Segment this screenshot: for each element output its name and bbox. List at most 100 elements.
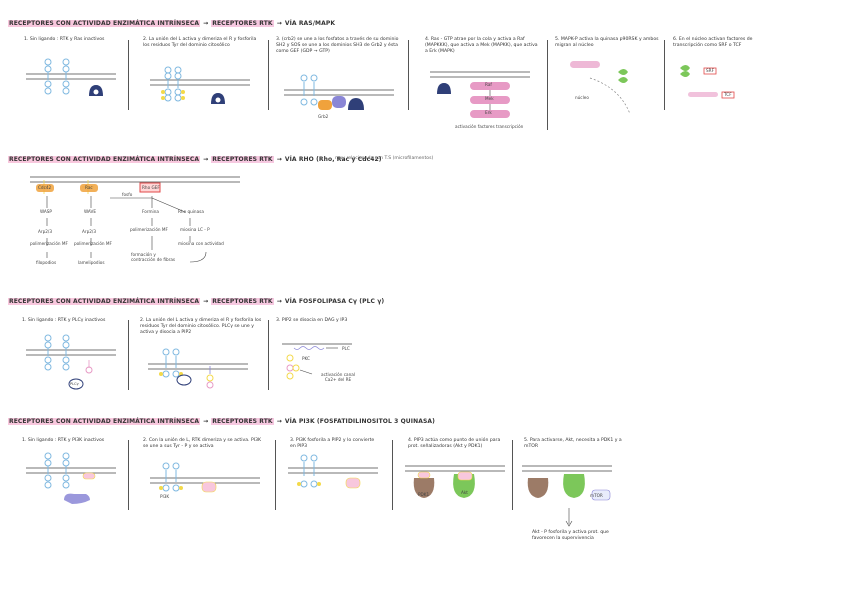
s1-nucleus-label: núcleo: [575, 95, 589, 100]
plc-gamma-icon: [176, 374, 192, 386]
section1-title-part2: RECEPTORES RTK: [211, 20, 274, 27]
s2-c1-1: Arp2/3: [38, 229, 52, 234]
s1-srf-label: SRF: [706, 68, 714, 73]
s2-c2-0: WAVE: [84, 209, 97, 214]
s1-step3: 3. (crb2) se une a los fosfatos a través…: [276, 37, 399, 54]
s2-c1-0: WASP: [40, 209, 52, 214]
s4-membrane-4: [405, 465, 505, 472]
s4-mtor-complex: [527, 474, 611, 501]
s1-divider-5: [664, 40, 665, 110]
s3-products: [286, 346, 338, 380]
s4-lipid-1: [82, 472, 96, 480]
section3-title-part1: RECEPTORES CON ACTIVIDAD ENZIMÁTICA INTR…: [8, 298, 201, 305]
s3-receptor-pair-1: [44, 334, 70, 371]
s2-fosfo-label: fosfo: [122, 192, 133, 197]
s4-mtor-label: mTOR: [590, 493, 603, 498]
s1-raf-label: Raf: [485, 82, 492, 87]
s4-footer-arrow: [565, 508, 573, 527]
s2-cdc42-label: Cdc42: [38, 185, 52, 190]
pink-ligand-icon: [85, 360, 93, 374]
s1-transcription-factors: [680, 65, 735, 99]
s1-dimer-receptor: [161, 66, 185, 102]
section1-title-part1: RECEPTORES CON ACTIVIDAD ENZIMÁTICA INTR…: [8, 20, 201, 27]
s1-activation-label: activación factores transcripción: [455, 124, 524, 129]
s1-kinase-cascade: [470, 82, 510, 118]
s2-gtpases: [36, 180, 161, 194]
s1-tcf-label: TCF: [724, 92, 732, 97]
s4-step5: 5. Para activarse, Akt, necesita a PDK1 …: [524, 438, 622, 449]
section4-title-part1: RECEPTORES CON ACTIVIDAD ENZIMÁTICA INTR…: [8, 418, 201, 425]
s1-receptor-pair-1: [44, 58, 70, 95]
s1-membrane-3: [284, 89, 394, 96]
s1-membrane-4: [430, 71, 530, 78]
s2-arrows: [46, 196, 207, 263]
s1-grb2-sos-complex: [300, 74, 364, 110]
pi3k-icon: [64, 493, 90, 504]
s3-divider-1: [128, 320, 129, 390]
s1-divider-3: [408, 40, 409, 110]
s3-step2: 2. La unión del L activa y dimeriza el R…: [140, 318, 262, 335]
s2-c3-1: polimerización MF: [130, 227, 168, 232]
ras-icon: [89, 85, 103, 96]
s2-note: muy relacionada con T.S (microfilamentos…: [335, 156, 434, 161]
s1-nucleus-migration: [570, 61, 631, 115]
s4-divider-3: [392, 440, 393, 510]
section2-title-part2: RECEPTORES RTK: [211, 156, 274, 163]
s4-pdk1-label: PDK1: [418, 492, 430, 497]
section2-title-part3: VÍA RHO (Rho, Rac y Cdc42): [284, 156, 382, 163]
s4-step3: 3. PI3K fosforila a PIP2 y lo convierte …: [290, 438, 375, 449]
s1-divider-4: [547, 40, 548, 130]
section4-title-part2: RECEPTORES RTK: [211, 418, 274, 425]
s3-plc-label: PLC: [342, 346, 350, 351]
s4-divider-1: [128, 440, 129, 510]
s4-step4: 4. PIP3 actúa como punto de unión para p…: [408, 438, 501, 449]
s4-membrane-5: [522, 465, 612, 472]
s2-rac-label: Rac: [85, 185, 93, 190]
s2-rhogef-label: Rho GEF: [142, 185, 160, 190]
s1-erk-label: Erk: [485, 110, 492, 115]
s4-footer: Akt - P fosforila y activa prot. que fav…: [532, 530, 609, 541]
section3-title-part3: VÍA FOSFOLIPASA Cγ (PLC γ): [284, 298, 385, 305]
s4-pi3k-label: PI3K: [160, 494, 170, 499]
s3-membrane-3: [282, 343, 352, 345]
s2-c2-2: polimerización MF: [74, 241, 112, 246]
s3-pkc-label: PKC: [302, 356, 310, 361]
s1-step5: 5. MAPK-P activa la quinasa p90RSK y amb…: [555, 37, 659, 48]
s3-plc-icon-label: PLCγ: [70, 382, 79, 386]
s4-divider-2: [275, 440, 276, 510]
s2-c1-2: polimerización MF: [30, 241, 68, 246]
s1-step2: 2. La unión del L activa y dimeriza el R…: [143, 37, 257, 48]
s2-c4-0: Rho quinasa: [178, 209, 204, 214]
s1-divider-1: [128, 40, 129, 110]
s1-membrane-1: [26, 73, 116, 80]
s1-grb2-label: Grb2: [318, 114, 329, 119]
s1-step6: 6. En el núcleo activan factores de tran…: [673, 37, 753, 48]
s3-ca-label: activación canal Ca2+ del RE: [321, 372, 355, 382]
section4-title-part3: VÍA PI3K (FOSFATIDILINOSITOL 3 QUINASA): [284, 418, 435, 425]
pink-ligand-icon: [206, 366, 214, 389]
plc-gamma-icon: [68, 378, 84, 390]
s4-akt-pdk1: [413, 471, 475, 498]
s2-c3-0: Formina: [142, 209, 159, 214]
section3-title-part2: RECEPTORES RTK: [211, 298, 274, 305]
s2-c2-3: lamelipodios: [78, 260, 105, 265]
s2-membrane: [30, 176, 240, 183]
s4-divider-4: [512, 440, 513, 510]
section2-title-part1: RECEPTORES CON ACTIVIDAD ENZIMÁTICA INTR…: [8, 156, 201, 163]
s2-c2-1: Arp2/3: [82, 229, 96, 234]
ras-icon: [437, 83, 451, 94]
section1-title: RECEPTORES CON ACTIVIDAD ENZIMÁTICA INTR…: [8, 20, 336, 27]
s2-c3-2: formación y contracción de fibras: [131, 252, 176, 262]
section2-title: RECEPTORES CON ACTIVIDAD ENZIMÁTICA INTR…: [8, 156, 382, 163]
s4-dimer-receptor: [159, 462, 217, 493]
s4-membrane-1: [26, 467, 116, 474]
s3-membrane-2: [148, 363, 248, 370]
s4-pi3k-active: [297, 454, 361, 489]
section3-title: RECEPTORES CON ACTIVIDAD ENZIMÁTICA INTR…: [8, 298, 385, 305]
s1-mek-label: Mek: [485, 96, 494, 101]
s2-c4-2: miosina con actividad: [178, 241, 224, 246]
s4-akt-label: Akt: [461, 490, 468, 495]
s3-step3: 3. PIP2 se disocia en DAG y IP3: [276, 318, 348, 323]
ras-icon: [211, 93, 225, 104]
s1-divider-2: [268, 40, 269, 110]
